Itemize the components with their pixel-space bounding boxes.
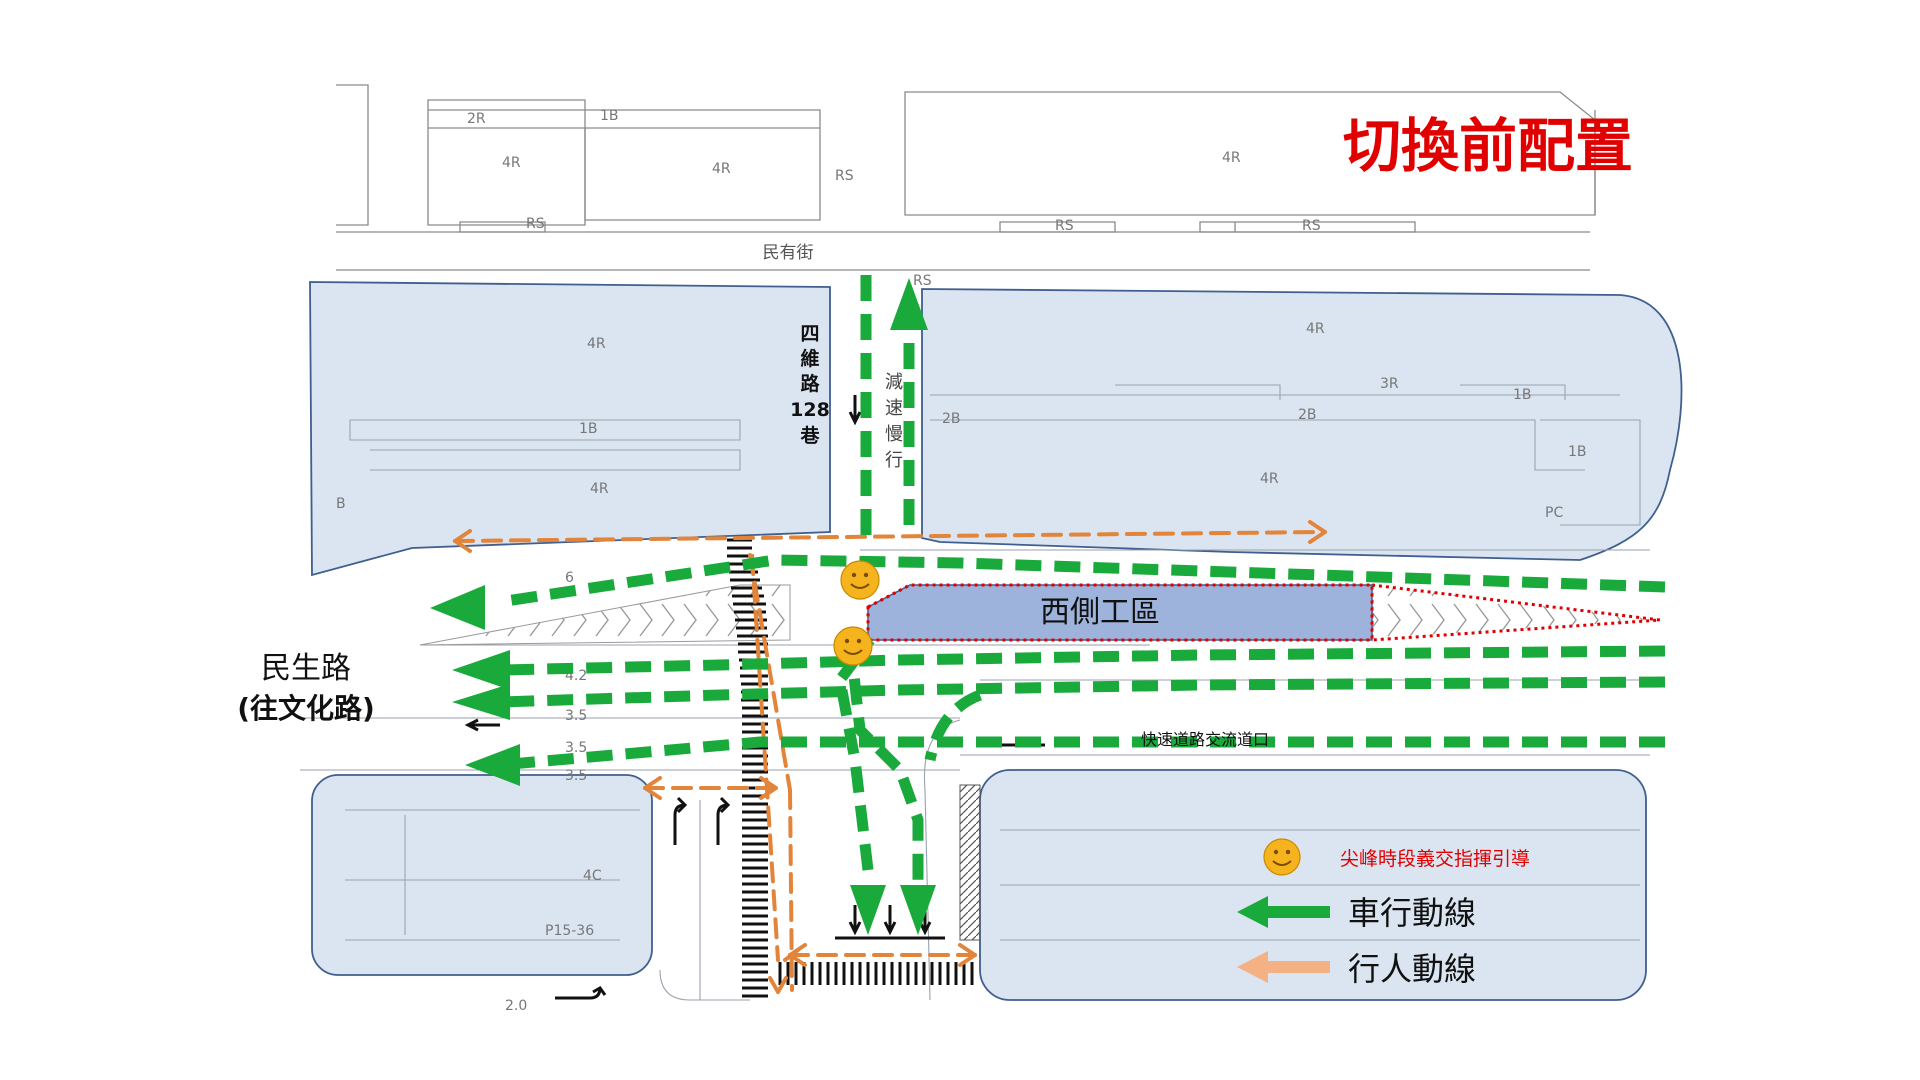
volunteer-marker-1 <box>840 560 880 600</box>
label-3R: 3R <box>1380 376 1399 392</box>
base-map-top <box>336 84 1596 271</box>
label-4R-d: 4R <box>587 336 606 352</box>
pedestrian-flows <box>453 520 1327 994</box>
label-6: 6 <box>565 570 574 586</box>
slow-down-char-1: 減 <box>885 372 903 393</box>
chevron-islands <box>419 584 1660 941</box>
page-title: 切換前配置 <box>1343 112 1633 180</box>
ped-flow-north-footway <box>453 530 1327 543</box>
main-road-name: 民生路 <box>261 651 351 686</box>
label-1B-b: 1B <box>579 421 598 437</box>
base-labels: 2R 1B 4R 4R 4R RS RS RS RS RS 4R 1B 4R 4… <box>336 108 1587 1014</box>
label-RS-a: RS <box>526 216 545 232</box>
veh-flow-top-mainline <box>499 554 1666 608</box>
label-4R-c: 4R <box>1222 150 1241 166</box>
arrowhead-north <box>890 278 928 330</box>
label-1B-d: 1B <box>1568 444 1587 460</box>
legend-vehicle-arrow-icon <box>1237 896 1330 928</box>
label-PC: PC <box>1545 505 1563 521</box>
veh-flow-lane-1 <box>499 645 1666 676</box>
label-RS-c: RS <box>1302 218 1321 234</box>
label-2B-b: 2B <box>1298 407 1317 423</box>
label-4R-b: 4R <box>712 161 731 177</box>
label-4R-g: 4R <box>1260 471 1279 487</box>
label-P15-36: P15-36 <box>545 923 594 939</box>
arrowhead-west-lane2 <box>452 684 510 720</box>
label-RS-e: RS <box>913 273 932 289</box>
lane-128-char-3: 路 <box>800 372 820 395</box>
legend-vehicle: 車行動線 <box>1237 894 1476 932</box>
label-4R-a: 4R <box>502 155 521 171</box>
legend-volunteer-icon <box>1263 838 1301 876</box>
lane-128-char-4: 128 <box>790 399 830 421</box>
ped-flow-west-crossing <box>750 554 780 962</box>
main-road-direction: (往文化路) <box>237 692 375 725</box>
legend: 尖峰時段義交指揮引導 車行動線 行人動線 <box>1237 838 1530 988</box>
label-3.5-b: 3.5 <box>565 740 587 756</box>
label-2B-a: 2B <box>942 411 961 427</box>
vehicle-arrowheads <box>430 278 936 935</box>
label-RS-b: RS <box>1055 218 1074 234</box>
lane-128-char-1: 四 <box>800 323 819 345</box>
label-1B: 1B <box>600 108 619 124</box>
legend-volunteer-label: 尖峰時段義交指揮引導 <box>1340 848 1530 870</box>
legend-pedestrian: 行人動線 <box>1237 950 1476 988</box>
arrowhead-west-lane3 <box>465 744 520 786</box>
arrowhead-west-lane1 <box>452 650 510 690</box>
slow-down-char-4: 行 <box>885 450 903 471</box>
block-southwest <box>311 774 653 976</box>
volunteer-markers <box>833 560 880 666</box>
legend-volunteer: 尖峰時段義交指揮引導 <box>1263 838 1530 876</box>
lane-128-char-2: 維 <box>800 347 819 370</box>
work-zone-taper <box>1370 583 1661 642</box>
slow-down-char-2: 速 <box>885 398 903 419</box>
label-3.5-a: 3.5 <box>565 708 587 724</box>
vehicle-flows <box>499 275 1666 930</box>
label-1B-c: 1B <box>1513 387 1532 403</box>
lane-128-label: 四 維 路 128 巷 <box>790 323 830 447</box>
expressway-merge-label: 快速道路交流道口 <box>1141 730 1269 749</box>
slow-down-char-3: 慢 <box>885 424 903 445</box>
lane-128-char-5: 巷 <box>799 425 820 447</box>
legend-vehicle-label: 車行動線 <box>1348 894 1476 932</box>
veh-flow-lane-2 <box>499 676 1666 708</box>
block-northwest <box>309 281 831 577</box>
volunteer-marker-2 <box>833 626 873 666</box>
base-map-details <box>300 384 1650 1001</box>
label-4C: 4C <box>583 868 602 884</box>
label-4R-f: 4R <box>1306 321 1325 337</box>
arrowhead-south-b <box>900 885 936 935</box>
label-RS-d: RS <box>835 168 854 184</box>
ped-flow-inner-crossing <box>748 553 792 792</box>
arrowhead-south-a <box>850 885 886 935</box>
veh-flow-south-left <box>844 639 924 930</box>
legend-pedestrian-arrow-icon <box>1237 951 1330 983</box>
legend-pedestrian-label: 行人動線 <box>1348 950 1476 988</box>
slow-down-label: 減 速 慢 行 <box>885 372 903 471</box>
street-name-minyou: 民有街 <box>763 243 814 263</box>
label-3.5-c: 3.5 <box>565 768 587 784</box>
label-B: B <box>336 496 346 512</box>
street-labels: 民有街 四 維 路 128 巷 減 速 慢 行 民生路 (往文化路) 快速道路交… <box>237 243 1269 749</box>
lane-markings <box>464 395 1045 1000</box>
label-2R: 2R <box>467 111 486 127</box>
veh-flow-lane-3 <box>499 736 1665 771</box>
label-4R-e: 4R <box>590 481 609 497</box>
arrowhead-west-top <box>430 585 485 630</box>
block-northeast <box>921 288 1683 561</box>
veh-flow-south-right <box>834 636 875 871</box>
label-2.0: 2.0 <box>505 998 527 1014</box>
work-zone-label: 西側工區 <box>1040 595 1160 630</box>
ped-flow-south-leg <box>788 788 794 992</box>
veh-flow-turn <box>924 689 983 762</box>
